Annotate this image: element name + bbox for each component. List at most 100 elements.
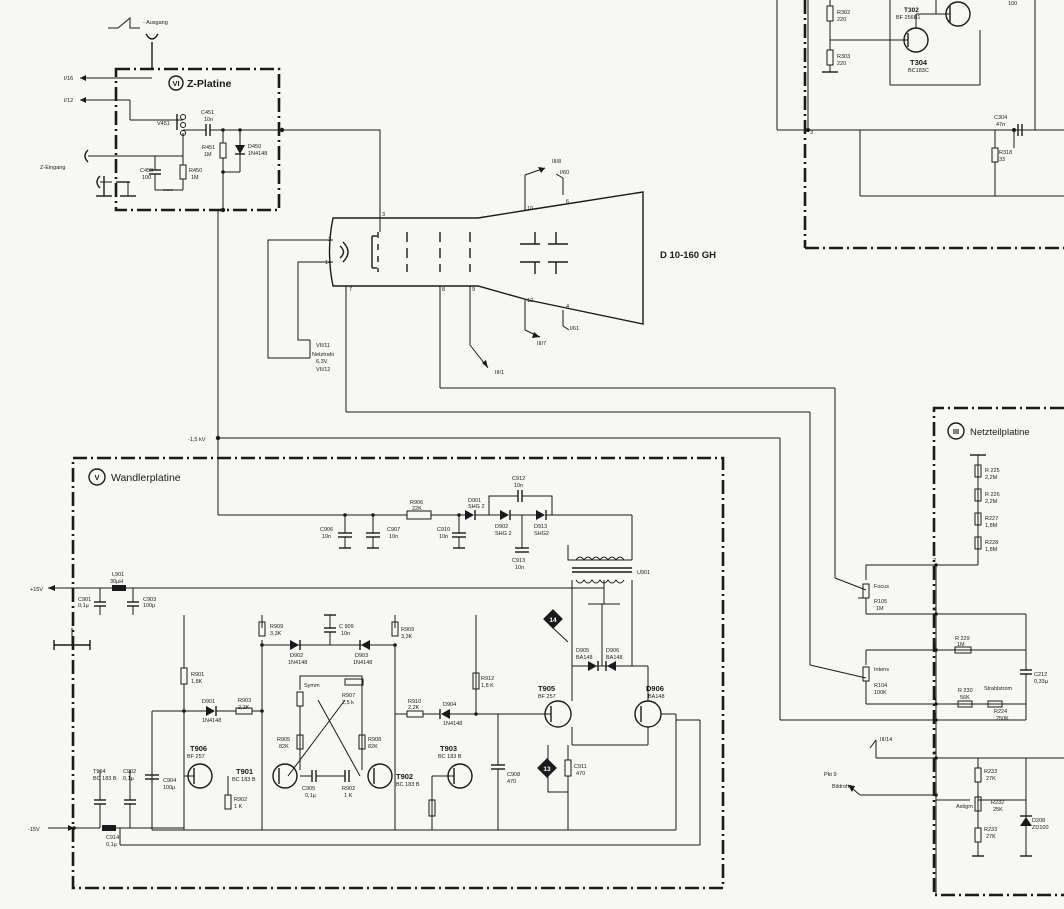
svg-text:III/14: III/14 [880,737,892,743]
svg-text:C911: C911 [574,764,587,770]
svg-text:30µH: 30µH [110,579,123,585]
svg-text:3,3K: 3,3K [401,634,413,640]
ref-i12: I/12 [64,98,73,104]
svg-text:10n: 10n [341,631,350,637]
svg-text:1: 1 [933,788,936,794]
svg-text:D913: D913 [534,524,547,530]
svg-text:82K: 82K [368,744,378,750]
svg-text:BC 183 B: BC 183 B [232,777,256,783]
marker-13 [537,758,557,778]
svg-text:82K: 82K [279,744,289,750]
svg-text:D901: D901 [468,498,481,504]
svg-text:1,8M: 1,8M [985,547,998,553]
svg-text:D902: D902 [290,653,303,659]
svg-text:220: 220 [837,61,846,67]
svg-text:5: 5 [933,643,936,649]
svg-text:27K: 27K [986,834,996,840]
svg-text:C450: C450 [140,168,153,174]
svg-text:3: 3 [810,130,813,136]
z-input-connector [84,149,89,163]
svg-text:T904: T904 [93,769,106,775]
svg-text:2,2K: 2,2K [238,705,250,711]
svg-text:D208: D208 [1032,818,1045,824]
svg-text:D905: D905 [576,648,589,654]
svg-text:R910: R910 [408,699,421,705]
svg-text:Astigm: Astigm [956,804,973,810]
svg-text:10: 10 [527,206,533,212]
svg-text:D902: D902 [495,524,508,530]
svg-text:4: 4 [566,304,569,310]
svg-text:10n: 10n [439,534,448,540]
svg-text:C907: C907 [387,527,400,533]
svg-text:27K: 27K [986,776,996,782]
svg-text:I/61: I/61 [570,326,579,332]
svg-text:2,2M: 2,2M [985,475,998,481]
svg-text:C212: C212 [1034,672,1047,678]
svg-text:SHG 2: SHG 2 [468,504,485,510]
svg-text:VII/12: VII/12 [316,367,330,373]
svg-text:8: 8 [442,287,445,293]
svg-text:Strahlstrom: Strahlstrom [984,686,1013,692]
svg-text:R908: R908 [368,737,381,743]
svg-text:1N4148: 1N4148 [353,660,372,666]
svg-text:U901: U901 [637,570,650,576]
svg-text:R302: R302 [837,10,850,16]
svg-text:BC 183 B: BC 183 B [438,754,462,760]
svg-text:T906: T906 [190,744,207,753]
svg-text:R901: R901 [191,672,204,678]
svg-text:R303: R303 [837,54,850,60]
svg-text:C905: C905 [302,786,315,792]
svg-text:470: 470 [507,779,516,785]
z-input-label: Z-Eingang [40,165,65,171]
svg-text:SHG2: SHG2 [534,531,549,537]
svg-text:25K: 25K [993,807,1003,813]
svg-text:R318: R318 [999,150,1012,156]
svg-text:1N4148: 1N4148 [443,721,462,727]
svg-text:BC 183 B: BC 183 B [396,782,420,788]
svg-text:1M: 1M [876,606,884,612]
svg-text:0,1µ: 0,1µ [78,603,90,609]
svg-text:14: 14 [549,617,557,624]
wandler-board-title: Wandlerplatine [111,472,181,484]
svg-text:Bildrohr: Bildrohr [832,784,851,790]
svg-text:R909: R909 [401,627,414,633]
svg-text:C451: C451 [201,110,214,116]
svg-text:BA148: BA148 [648,694,665,700]
svg-text:Netztrafo: Netztrafo [312,352,334,358]
svg-text:R906: R906 [410,500,423,506]
svg-text:0,1µ: 0,1µ [123,776,135,782]
svg-text:R233: R233 [984,827,997,833]
svg-text:3: 3 [382,212,385,218]
svg-text:1,8M: 1,8M [985,523,998,529]
svg-text:250K: 250K [996,716,1009,722]
svg-text:1N4148: 1N4148 [288,660,307,666]
svg-text:T302: T302 [904,7,919,14]
top-right-section: R302 220 R303 220 T302 BF 256B1 T304 BC1… [776,0,1064,250]
svg-text:C 909: C 909 [339,624,354,630]
svg-text:Focus: Focus [874,584,889,590]
svg-text:BF 257: BF 257 [187,754,205,760]
svg-text:R228: R228 [985,540,998,546]
svg-text:Symm: Symm [304,683,320,689]
output-waveform-symbol: - Ausgang [108,16,168,70]
svg-text:R105: R105 [874,599,887,605]
svg-text:1,8 K: 1,8 K [481,683,494,689]
wandler-board-border [71,456,725,890]
svg-text:1M: 1M [957,642,965,648]
svg-text:+15V: +15V [30,587,43,593]
svg-text:R912: R912 [481,676,494,682]
svg-text:BA148: BA148 [576,655,593,661]
output-label: - Ausgang [143,20,168,26]
svg-text:10n: 10n [515,565,524,571]
svg-text:22K: 22K [412,506,422,512]
svg-text:D901: D901 [202,699,215,705]
svg-text:2,2M: 2,2M [985,499,998,505]
svg-text:1 K: 1 K [234,804,243,810]
svg-text:1,8K: 1,8K [191,679,203,685]
svg-text:BF 257: BF 257 [538,694,556,700]
svg-text:9: 9 [472,287,475,293]
svg-text:6: 6 [933,607,936,613]
z-board-border [114,67,281,212]
svg-text:III/7: III/7 [537,341,546,347]
svg-text:14: 14 [325,260,331,266]
